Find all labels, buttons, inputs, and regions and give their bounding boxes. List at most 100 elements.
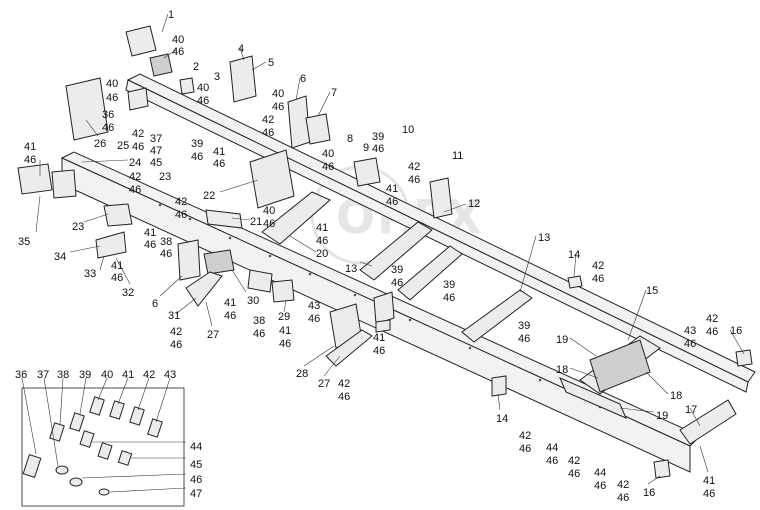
callout-label: 44: [546, 442, 558, 454]
callout-label: 46: [106, 92, 118, 104]
callout-label: 24: [129, 157, 141, 169]
callout-label: 40: [172, 34, 184, 46]
callout-label: 41: [386, 183, 398, 195]
callout-label: 46: [197, 95, 209, 107]
callout-labels: 1404624534046404640466726364625424637474…: [15, 9, 742, 504]
callout-label: 39: [372, 131, 384, 143]
callout-label: 47: [190, 488, 202, 500]
callout-label: 32: [122, 287, 134, 299]
callout-label: 44: [190, 441, 202, 453]
callout-label: 3: [214, 71, 220, 83]
callout-label: 46: [373, 345, 385, 357]
callout-label: 46: [372, 143, 384, 155]
callout-label: 41: [373, 332, 385, 344]
callout-label: 39: [443, 279, 455, 291]
callout-label: 30: [247, 295, 259, 307]
callout-label: 31: [168, 310, 180, 322]
callout-label: 46: [706, 326, 718, 338]
callout-label: 46: [262, 127, 274, 139]
callout-label: 5: [268, 57, 274, 69]
callout-label: 41: [279, 325, 291, 337]
callout-label: 13: [538, 232, 550, 244]
callout-label: 42: [129, 171, 141, 183]
callout-label: 27: [207, 329, 219, 341]
callout-label: 10: [402, 124, 414, 136]
callout-label: 46: [391, 277, 403, 289]
callout-label: 19: [556, 334, 568, 346]
callout-label: 41: [24, 141, 36, 153]
callout-label: 46: [338, 391, 350, 403]
callout-label: 41: [703, 475, 715, 487]
callout-label: 46: [279, 338, 291, 350]
callout-label: 46: [443, 292, 455, 304]
callout-label: 43: [684, 325, 696, 337]
callout-label: 46: [263, 218, 275, 230]
callout-label: 40: [263, 205, 275, 217]
callout-label: 42: [706, 313, 718, 325]
callout-label: 21: [250, 216, 262, 228]
callout-label: 42: [262, 114, 274, 126]
callout-label: 9: [363, 142, 369, 154]
callout-label: 34: [54, 251, 66, 263]
callout-label: 40: [106, 78, 118, 90]
callout-label: 45: [150, 157, 162, 169]
callout-label: 46: [253, 328, 265, 340]
callout-label: 11: [452, 150, 463, 162]
callout-label: 40: [101, 369, 113, 381]
callout-label: 46: [160, 248, 172, 260]
callout-label: 35: [18, 236, 30, 248]
callout-label: 7: [331, 87, 337, 99]
callout-label: 47: [150, 145, 162, 157]
callout-label: 46: [175, 209, 187, 221]
callout-label: 46: [408, 174, 420, 186]
callout-label: 13: [345, 263, 357, 275]
callout-label: 46: [617, 492, 629, 504]
callout-label: 46: [172, 46, 184, 58]
callout-label: 39: [79, 369, 91, 381]
callout-label: 41: [111, 260, 123, 272]
callout-label: 23: [159, 171, 171, 183]
callout-label: 44: [594, 467, 606, 479]
cross-members: [261, 191, 737, 445]
callout-label: 42: [519, 430, 531, 442]
callout-label: 37: [37, 369, 49, 381]
callout-label: 45: [190, 459, 202, 471]
callout-label: 17: [685, 404, 697, 416]
callout-label: 46: [316, 235, 328, 247]
callout-label: 38: [57, 369, 69, 381]
callout-label: 23: [72, 221, 84, 233]
callout-label: 46: [386, 196, 398, 208]
callout-label: 39: [191, 138, 203, 150]
callout-label: 27: [318, 378, 330, 390]
callout-label: 42: [408, 161, 420, 173]
callout-label: 6: [152, 298, 158, 310]
callout-label: 46: [519, 443, 531, 455]
callout-label: 16: [730, 325, 742, 337]
callout-label: 42: [568, 455, 580, 467]
callout-label: 42: [175, 196, 187, 208]
callout-label: 46: [102, 122, 114, 134]
brackets: [17, 25, 753, 479]
callout-label: 42: [338, 378, 350, 390]
callout-label: 6: [300, 73, 306, 85]
callout-label: 18: [670, 390, 682, 402]
callout-label: 18: [556, 364, 568, 376]
callout-label: 46: [144, 239, 156, 251]
callout-label: 46: [684, 338, 696, 350]
callout-label: 22: [203, 190, 215, 202]
fastener-leaders: [21, 377, 187, 493]
callout-label: 46: [322, 161, 334, 173]
callout-label: 15: [646, 285, 658, 297]
callout-label: 46: [213, 158, 225, 170]
callout-label: 41: [224, 297, 236, 309]
callout-label: 42: [617, 479, 629, 491]
callout-label: 46: [24, 154, 36, 166]
callout-label: 40: [322, 148, 334, 160]
callout-label: 20: [316, 248, 328, 260]
callout-label: 14: [568, 249, 580, 261]
callout-label: 46: [518, 333, 530, 345]
callout-label: 46: [190, 474, 202, 486]
leader-lines: [35, 13, 745, 485]
callout-label: 42: [170, 326, 182, 338]
callout-label: 42: [592, 260, 604, 272]
